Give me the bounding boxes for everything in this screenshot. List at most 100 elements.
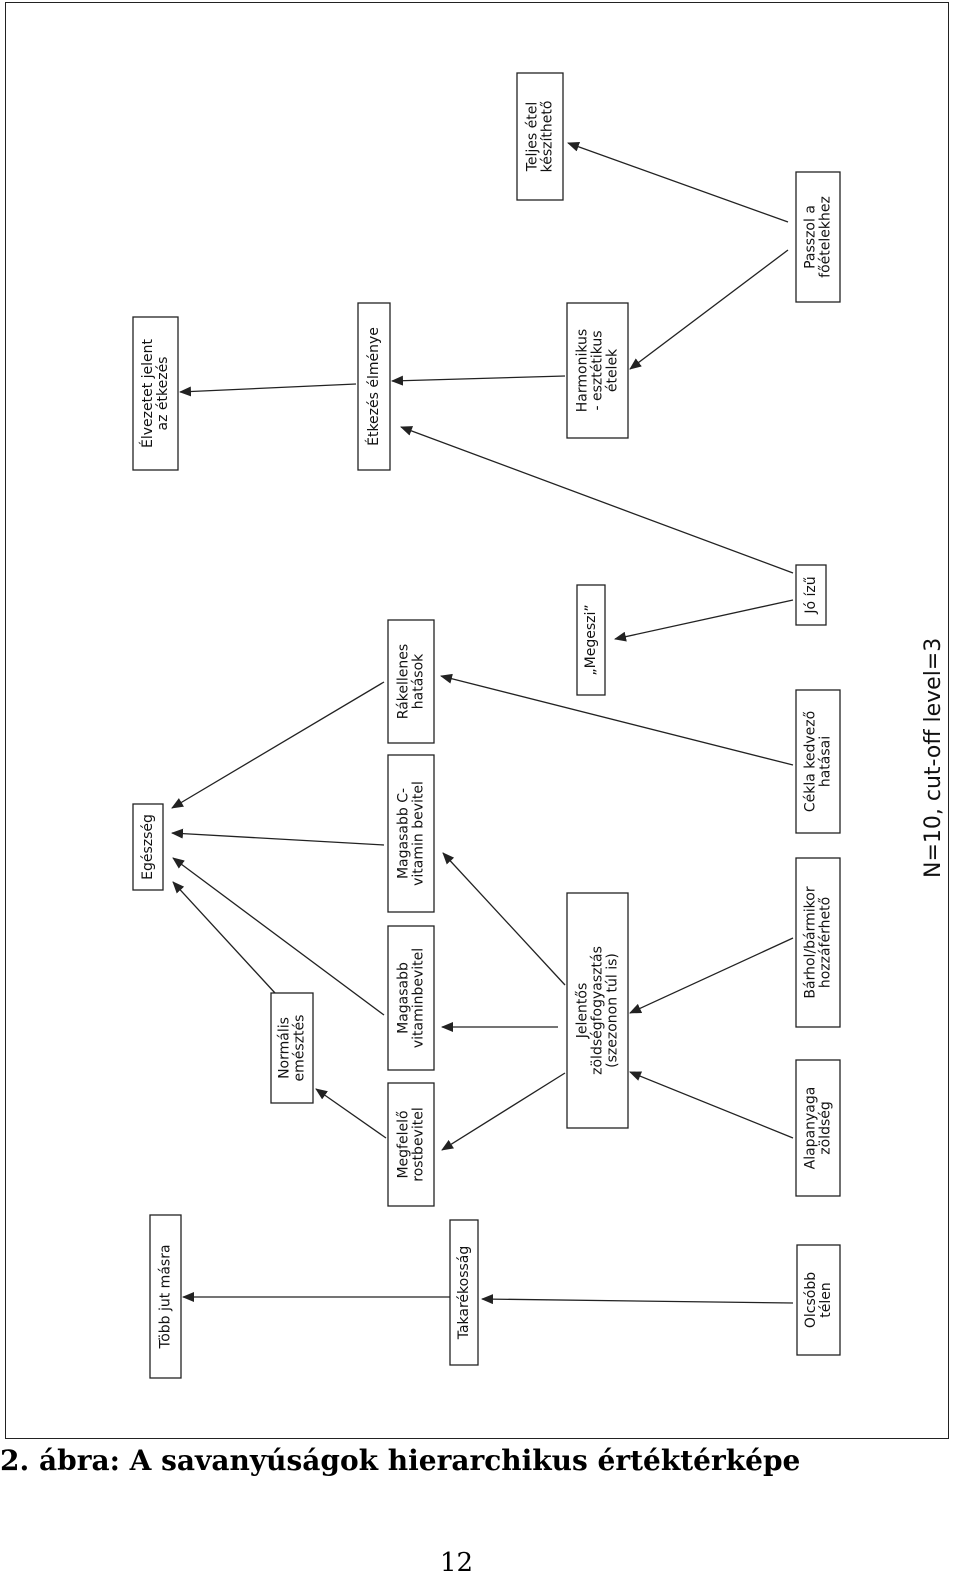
node-megeszi: „Megeszi” bbox=[576, 584, 606, 696]
arrow-rakellenes-to-egeszseg bbox=[171, 681, 385, 809]
node-tobb-jut-masra: Több jut másra bbox=[149, 1214, 182, 1379]
arrow-magasabb-c-to-egeszseg bbox=[171, 828, 385, 846]
node-magasabb-c: Magasabb C-vitamin bevitel bbox=[387, 754, 435, 913]
arrow-jo-izu-to-megeszi bbox=[614, 599, 794, 642]
node-label-line: hatásai bbox=[818, 736, 834, 787]
node-label-line: - esztétikus bbox=[590, 330, 606, 410]
node-label-line: készíthető bbox=[540, 101, 556, 173]
node-label-line: rostbevitel bbox=[411, 1107, 427, 1181]
node-label-line: Jelentős bbox=[575, 983, 591, 1039]
node-label-line: télen bbox=[818, 1282, 834, 1317]
node-label-line: zöldség bbox=[818, 1101, 834, 1154]
node-label-line: Rákellenes bbox=[396, 644, 412, 719]
node-box bbox=[132, 803, 164, 891]
node-box bbox=[795, 171, 841, 303]
node-box bbox=[516, 72, 564, 201]
node-label-line: Étkezés élménye bbox=[365, 327, 382, 446]
node-box bbox=[387, 1082, 435, 1207]
arrow-passzol-to-teljes-etel bbox=[567, 142, 789, 223]
arrow-passzol-to-harmonikus bbox=[629, 249, 789, 370]
node-label-line: Teljes étel bbox=[525, 102, 541, 173]
arrow-cekla-to-rakellenes bbox=[440, 673, 794, 766]
arrow-alapanyaga-zoldseg-to-jelentos-zoldseg bbox=[629, 1071, 794, 1139]
node-label-line: Megfelelő bbox=[396, 1110, 412, 1178]
node-label-line: az étkezés bbox=[155, 357, 171, 431]
node-box bbox=[576, 584, 606, 696]
node-label-line: ételek bbox=[605, 348, 621, 392]
node-label-line: hatások bbox=[411, 653, 427, 709]
node-box bbox=[387, 619, 435, 744]
node-label-line: vitaminbevitel bbox=[411, 948, 427, 1048]
node-label-line: Több jut másra bbox=[158, 1244, 174, 1349]
node-egeszseg: Egészség bbox=[132, 803, 164, 891]
arrow-jelentos-zoldseg-to-magasabb-c bbox=[442, 852, 566, 986]
node-box bbox=[387, 925, 435, 1071]
node-jo-izu: Jó ízű bbox=[795, 564, 827, 626]
node-box bbox=[795, 564, 827, 626]
node-box bbox=[566, 892, 629, 1129]
node-label-line: Cékla kedvező bbox=[803, 711, 819, 812]
node-box bbox=[387, 754, 435, 913]
arrow-harmonikus-to-etkezes-elmenye bbox=[391, 375, 566, 386]
node-label-line: Harmonikus bbox=[575, 329, 591, 412]
node-label-line: Jó ízű bbox=[803, 576, 819, 614]
node-box bbox=[795, 689, 841, 834]
node-label-line: Normális bbox=[277, 1017, 293, 1079]
node-box bbox=[357, 302, 391, 471]
arrow-barhol-to-jelentos-zoldseg bbox=[629, 937, 794, 1014]
page-number: 12 bbox=[440, 1548, 474, 1578]
node-label-line: Bárhol/bármikor bbox=[803, 886, 819, 998]
arrow-jo-izu-to-etkezes-elmenye bbox=[400, 426, 794, 574]
node-label-line: főételekhez bbox=[818, 196, 834, 278]
node-label-line: hozzáférhető bbox=[818, 897, 834, 988]
node-label-line: Egészség bbox=[140, 814, 156, 880]
node-label-line: Passzol a bbox=[803, 205, 819, 269]
node-box bbox=[132, 316, 179, 471]
arrow-megfelelo-rost-to-normalis-emesztes bbox=[315, 1088, 387, 1139]
node-label-line: „Megeszi” bbox=[583, 604, 599, 675]
node-box bbox=[795, 857, 841, 1028]
node-box bbox=[449, 1219, 479, 1366]
node-label-line: Magasabb bbox=[396, 962, 412, 1034]
node-box bbox=[796, 1244, 841, 1356]
node-box bbox=[270, 992, 314, 1104]
node-label-line: Olcsóbb bbox=[803, 1272, 819, 1328]
node-label-line: Alapanyaga bbox=[803, 1087, 819, 1170]
node-box bbox=[149, 1214, 182, 1379]
figure-caption: 2. ábra: A savanyúságok hierarchikus ért… bbox=[0, 1444, 801, 1477]
arrow-magasabb-vitamin-to-egeszseg bbox=[172, 857, 385, 1016]
node-label-line: emésztés bbox=[292, 1015, 308, 1082]
arrow-normalis-emesztes-to-egeszseg bbox=[172, 881, 276, 994]
arrow-etkezes-elmenye-to-elvezetet-jelent bbox=[179, 383, 357, 397]
node-label-line: Magasabb C- bbox=[396, 788, 412, 879]
diagram-frame bbox=[5, 2, 949, 1439]
node-label-line: Élvezetet jelent bbox=[139, 338, 156, 448]
cutoff-note: N=10, cut-off level=3 bbox=[921, 638, 946, 878]
node-label-line: zöldségfogyasztás bbox=[590, 946, 606, 1075]
node-box bbox=[795, 1059, 841, 1197]
arrow-olcsobb-telen-to-takarekossag bbox=[481, 1294, 794, 1305]
edges-layer bbox=[171, 142, 794, 1305]
node-label-line: vitamin bevitel bbox=[411, 781, 427, 886]
node-box bbox=[566, 302, 629, 439]
node-label-line: (szezonon túl is) bbox=[605, 953, 621, 1068]
arrow-jelentos-zoldseg-to-megfelelo-rost bbox=[441, 1072, 566, 1151]
node-takarekossag: Takarékosság bbox=[449, 1219, 479, 1366]
node-label-line: Takarékosság bbox=[456, 1246, 472, 1341]
node-etkezes-elmenye: Étkezés élménye bbox=[357, 302, 391, 471]
